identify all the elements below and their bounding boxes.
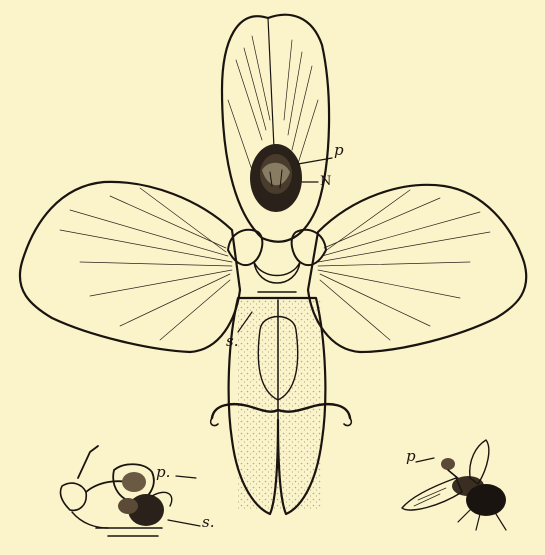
- label-pollinia-insect: p: [406, 449, 416, 464]
- labellum: [211, 298, 352, 514]
- right-lateral-petal: [308, 185, 526, 352]
- insect-sketch: [402, 440, 506, 530]
- label-pollinia-small-flower: p.: [156, 465, 170, 480]
- label-stigma-small-flower: s.: [202, 515, 214, 530]
- left-lateral-petal: [20, 182, 240, 352]
- label-nectary: N: [320, 175, 331, 188]
- label-pollinia-upper: p: [334, 143, 344, 158]
- column-nectary: [250, 144, 302, 212]
- small-flower-sketch: [60, 446, 171, 536]
- label-stigma-main: s.: [226, 334, 238, 349]
- lip-throat: [228, 230, 326, 292]
